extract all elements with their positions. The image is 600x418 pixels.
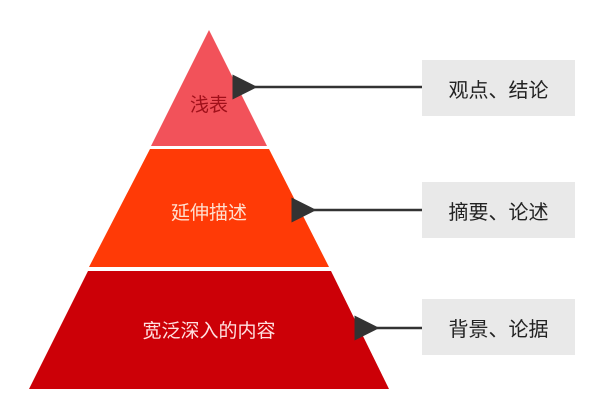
pyramid-level-middle (89, 149, 329, 267)
annotation-label: 背景、论据 (448, 316, 549, 341)
annotation-label: 摘要、论述 (448, 199, 549, 224)
level-label-bottom: 宽泛深入的内容 (142, 320, 276, 342)
pyramid-level-bottom (29, 271, 389, 389)
annotation-label: 观点、结论 (448, 77, 549, 102)
annotation-box-bottom: 背景、论据 (422, 299, 575, 355)
annotation-box-middle: 摘要、论述 (422, 182, 575, 238)
pyramid-level-top (151, 30, 267, 146)
level-label-middle: 延伸描述 (170, 202, 247, 224)
annotation-box-top: 观点、结论 (422, 60, 575, 116)
level-label-top: 浅表 (189, 94, 228, 116)
